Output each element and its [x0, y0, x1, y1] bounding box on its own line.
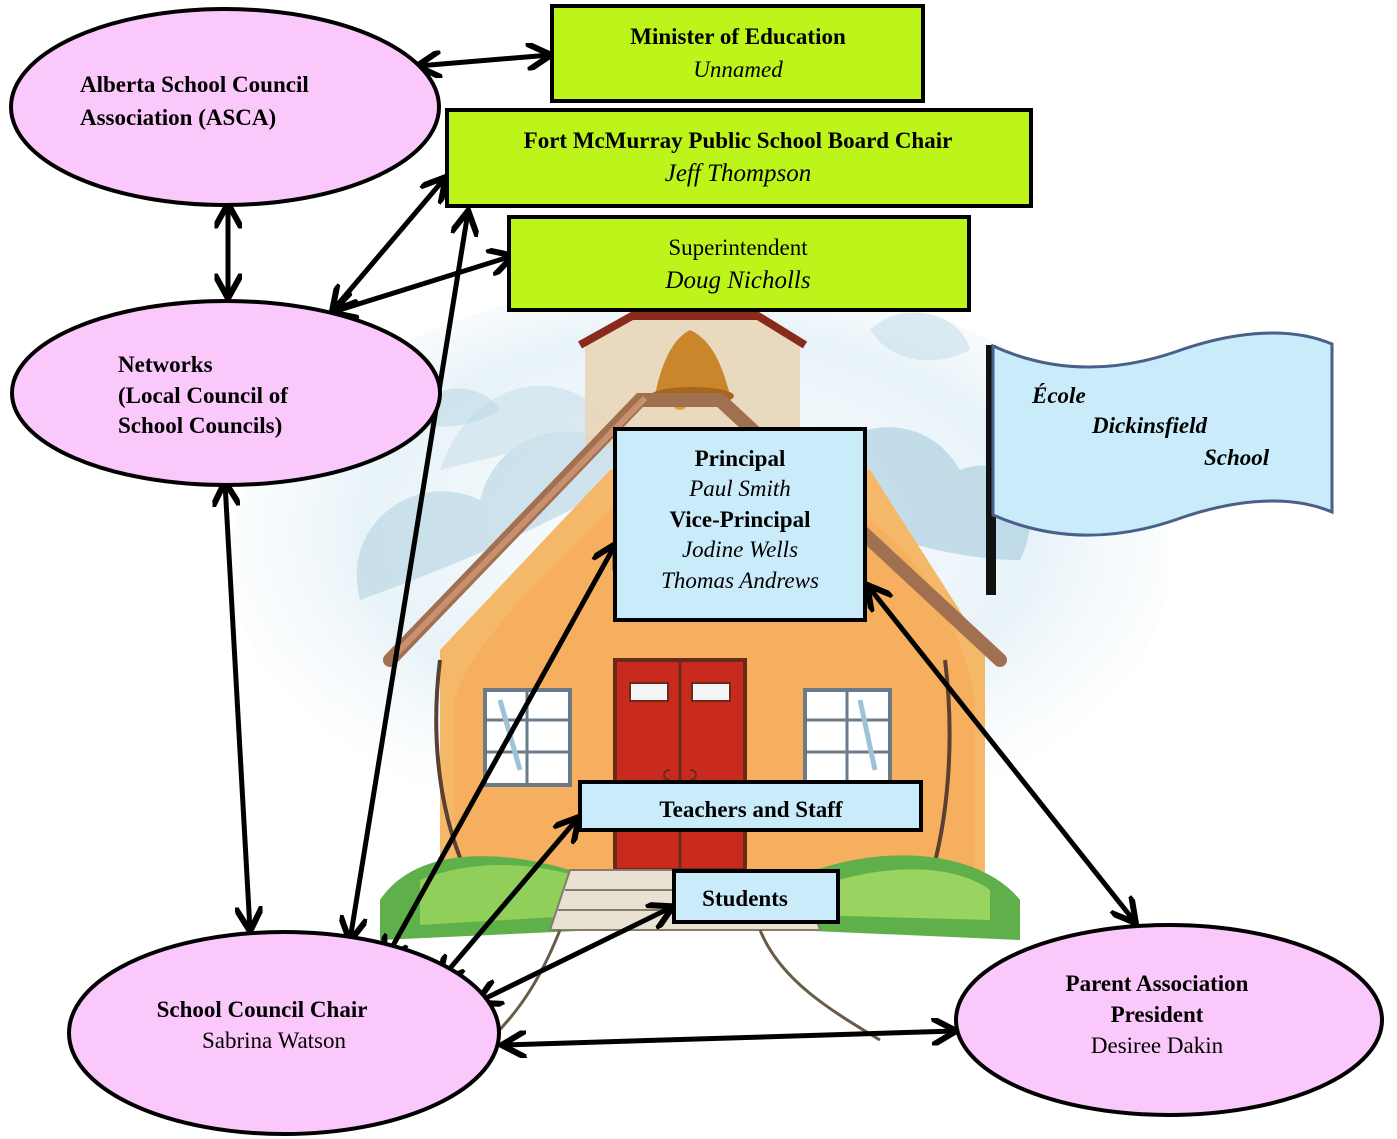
networks-line1: Networks [118, 352, 213, 377]
flag-banner [991, 331, 1334, 537]
arrow-asca-minister [418, 55, 550, 66]
minister-title: Minister of Education [630, 24, 846, 49]
students-node: Students [672, 869, 840, 924]
flag-line3: School [1204, 445, 1270, 470]
arrow-teachers-councilchair [440, 818, 578, 980]
school-flag: École Dickinsfield School [986, 331, 1334, 595]
parent-association-node: Parent Association President Desiree Dak… [954, 923, 1384, 1117]
principal-name: Paul Smith [688, 476, 791, 501]
asca-ellipse [9, 7, 441, 207]
arrow-networks-boardchair [333, 178, 445, 310]
flag-line1: École [1031, 383, 1086, 408]
superintendent-title: Superintendent [668, 235, 808, 260]
council-chair-node: School Council Chair Sabrina Watson [67, 930, 501, 1136]
asca-line1: Alberta School Council [80, 72, 309, 97]
minister-name: Unnamed [693, 57, 783, 82]
arrow-students-councilchair [478, 907, 672, 1002]
networks-ellipse [10, 299, 442, 487]
connector-arrows [225, 55, 1135, 1045]
arrow-principal-councilchair [385, 545, 615, 960]
arrow-councilchair-parentassoc [503, 1031, 955, 1045]
council-chair-name: Sabrina Watson [202, 1028, 347, 1053]
superintendent-name: Doug Nicholls [664, 267, 810, 294]
red-door [613, 658, 747, 872]
superintendent-box [507, 215, 971, 312]
council-chair-title: School Council Chair [157, 997, 368, 1022]
board-chair-node: Fort McMurray Public School Board Chair … [445, 108, 1033, 208]
principal-box [613, 427, 867, 622]
asca-line2: Association (ASCA) [80, 105, 276, 130]
principal-node: Principal Paul Smith Vice-Principal Jodi… [613, 427, 867, 622]
minister-box [550, 4, 925, 103]
teachers-label: Teachers and Staff [659, 797, 842, 822]
arrow-networks-superintendent [333, 256, 512, 312]
board-chair-box [445, 108, 1033, 208]
networks-node: Networks (Local Council of School Counci… [10, 299, 442, 487]
council-chair-ellipse [67, 930, 501, 1136]
superintendent-node: Superintendent Doug Nicholls [507, 215, 971, 312]
networks-line3: School Councils) [118, 413, 282, 438]
arrow-networks-councilchair [225, 483, 250, 930]
right-window [803, 688, 892, 787]
flag-line2: Dickinsfield [1091, 413, 1207, 438]
parent-association-ellipse [954, 923, 1384, 1117]
flag-pole [986, 345, 996, 595]
teachers-box [578, 780, 923, 832]
parent-association-line2: President [1111, 1002, 1204, 1027]
teachers-node: Teachers and Staff [578, 780, 923, 832]
vice-principal-title: Vice-Principal [670, 507, 811, 532]
minister-node: Minister of Education Unnamed [550, 4, 925, 103]
students-box [672, 869, 840, 924]
vice-principal-name-1: Jodine Wells [682, 537, 798, 562]
board-chair-name: Jeff Thompson [665, 160, 812, 187]
arrow-principal-parentassoc [868, 586, 1135, 922]
students-label: Students [702, 886, 788, 911]
asca-node: Alberta School Council Association (ASCA… [9, 7, 441, 207]
networks-line2: (Local Council of [118, 383, 288, 408]
board-chair-title: Fort McMurray Public School Board Chair [524, 128, 953, 153]
vice-principal-name-2: Thomas Andrews [661, 568, 819, 593]
parent-association-line1: Parent Association [1066, 971, 1249, 996]
principal-title: Principal [695, 446, 786, 471]
parent-association-name: Desiree Dakin [1091, 1033, 1224, 1058]
